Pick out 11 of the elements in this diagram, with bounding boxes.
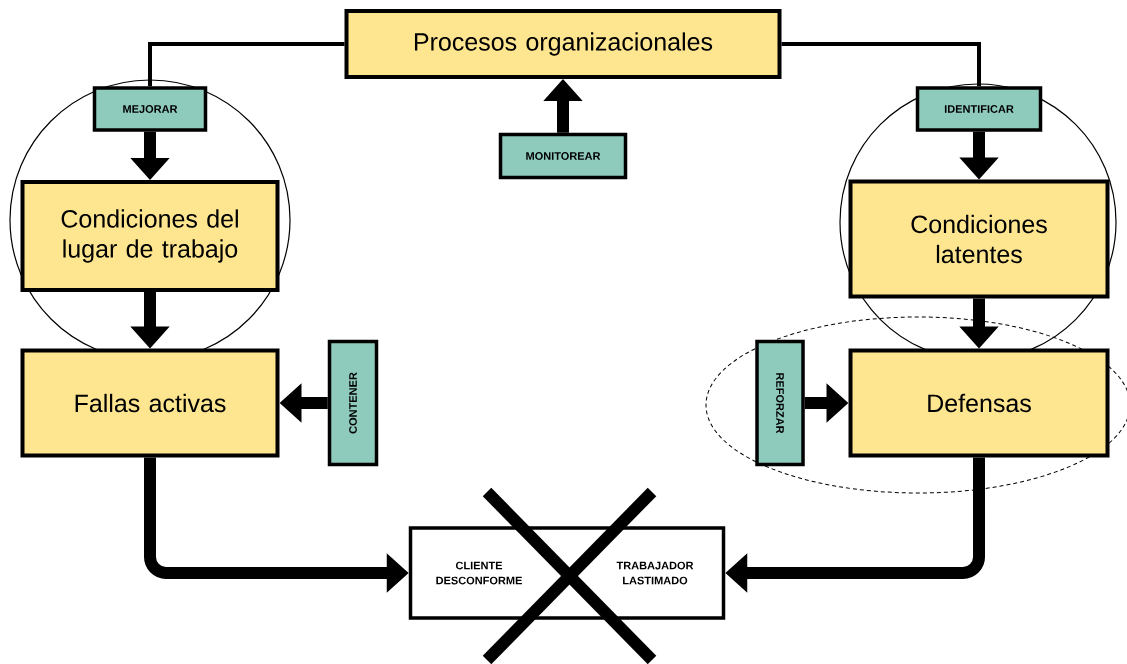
outcome-box: CLIENTE DESCONFORME TRABAJADOR LASTIMADO bbox=[408, 526, 726, 620]
action-label: MEJORAR bbox=[92, 86, 208, 132]
process-box: Condiciones del lugar de trabajo bbox=[20, 180, 280, 292]
action-label: REFORZAR bbox=[755, 339, 805, 467]
action-label: MONITOREAR bbox=[498, 132, 628, 180]
process-box: Condiciones latentes bbox=[848, 179, 1110, 299]
action-label: CONTENER bbox=[327, 339, 379, 467]
process-box: Defensas bbox=[848, 348, 1110, 458]
process-box: Procesos organizacionales bbox=[344, 9, 782, 79]
action-label: IDENTIFICAR bbox=[915, 86, 1043, 132]
process-box: Fallas activas bbox=[20, 348, 280, 458]
